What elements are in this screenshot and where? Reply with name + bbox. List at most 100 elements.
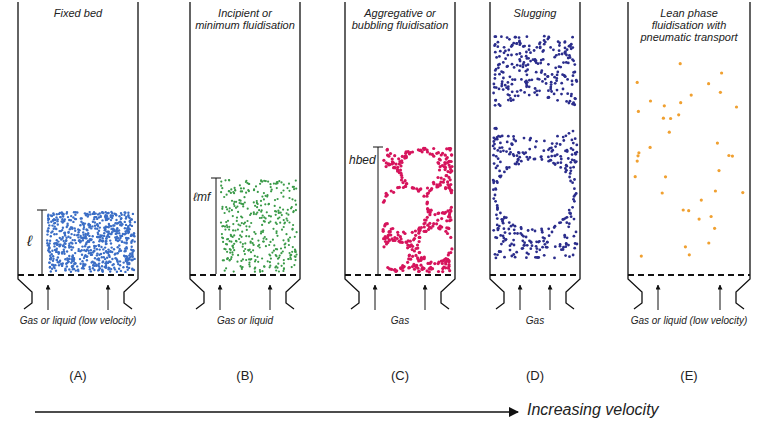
particle (517, 159, 520, 162)
particle (393, 166, 396, 169)
particle (248, 263, 250, 265)
particle (553, 76, 556, 79)
particle (546, 241, 549, 244)
particle (570, 169, 573, 172)
particle (494, 77, 497, 80)
particle (504, 50, 507, 53)
particle (221, 225, 223, 227)
particle (412, 263, 415, 266)
particle (495, 127, 498, 130)
particle (282, 270, 284, 272)
particle (418, 149, 421, 152)
particle (130, 235, 132, 237)
particle (385, 161, 388, 164)
particle (70, 249, 72, 251)
particle (61, 229, 63, 231)
gas-inlet-arrow (108, 285, 109, 310)
particle (574, 161, 577, 164)
particle (81, 249, 83, 251)
particle (58, 264, 60, 266)
particle (283, 268, 285, 270)
particle (261, 224, 263, 226)
particle (514, 36, 517, 39)
particle (538, 78, 541, 81)
particle (562, 136, 565, 139)
particle (514, 78, 517, 81)
particle (569, 166, 572, 169)
particle (423, 147, 426, 150)
particle (569, 212, 572, 215)
particle (80, 217, 82, 219)
particle (295, 204, 297, 206)
particle (282, 189, 284, 191)
particle (51, 250, 53, 252)
particle (399, 235, 402, 238)
particle (280, 212, 282, 214)
particle (65, 263, 67, 265)
particle (94, 221, 96, 223)
particle (249, 265, 251, 267)
particle (498, 63, 501, 66)
particle (497, 66, 500, 69)
particle (132, 249, 134, 251)
particle (500, 35, 503, 38)
particle (89, 224, 91, 226)
particle (263, 266, 265, 268)
particle (555, 79, 558, 82)
particle (250, 259, 252, 261)
particle (530, 241, 533, 244)
particle (439, 158, 442, 161)
particle (426, 186, 429, 189)
particle (119, 248, 121, 250)
particle (396, 231, 399, 234)
particle (73, 268, 75, 270)
particle (444, 154, 447, 157)
particle (570, 215, 573, 218)
particle (101, 265, 103, 267)
particle (54, 227, 56, 229)
particle (573, 200, 576, 203)
particle (68, 255, 70, 257)
particle (293, 264, 295, 266)
particle (528, 45, 531, 48)
particle (528, 79, 531, 82)
particle (222, 259, 224, 261)
particle (98, 269, 100, 271)
particle (541, 246, 544, 249)
particle (518, 40, 521, 43)
particle (119, 264, 121, 266)
particle (52, 260, 54, 262)
particle (440, 177, 443, 180)
particle (90, 254, 92, 256)
particle (222, 237, 224, 239)
particle (87, 241, 89, 243)
particle (412, 238, 415, 241)
particle (73, 257, 75, 259)
particle (223, 196, 225, 198)
particle (430, 209, 433, 212)
particle (275, 269, 277, 271)
particle (114, 257, 116, 259)
particle (519, 232, 522, 235)
particle (521, 247, 524, 250)
particle (426, 216, 429, 219)
particle (507, 135, 510, 138)
particle (426, 150, 429, 153)
particle (411, 231, 414, 234)
particle (220, 181, 222, 183)
particle (543, 254, 546, 257)
particle (538, 43, 541, 46)
particle (228, 229, 230, 231)
particle (283, 267, 285, 269)
particle (511, 90, 514, 93)
particle (236, 220, 238, 222)
particle (543, 140, 546, 143)
particle (421, 267, 424, 270)
particle (392, 191, 395, 194)
particle (63, 220, 65, 222)
particle (268, 215, 270, 217)
particle (550, 81, 553, 84)
particle (565, 221, 568, 224)
particle (256, 256, 258, 258)
particle (250, 222, 252, 224)
